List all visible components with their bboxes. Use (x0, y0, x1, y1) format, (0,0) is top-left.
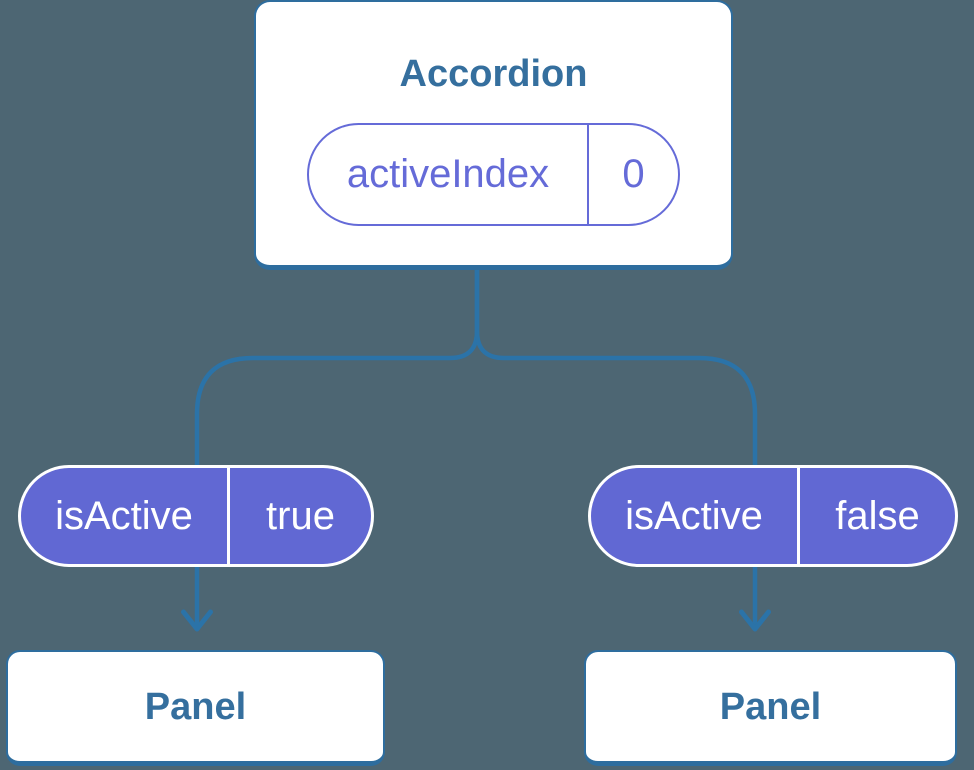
branch-line-right (474, 265, 758, 631)
state-value-label: 0 (622, 152, 645, 196)
branch-line-left (194, 265, 480, 631)
arrowhead-left-icon (181, 609, 213, 632)
prop-pill-isactive-true: isActive true (18, 465, 374, 567)
panel-node-left: Panel (6, 650, 385, 766)
prop-value-label: false (835, 493, 920, 538)
accordion-node-title: Accordion (399, 53, 588, 95)
panel-node-title: Panel (719, 685, 822, 728)
prop-value-label: true (266, 493, 335, 538)
panel-node-right: Panel (584, 650, 957, 766)
prop-name-label: isActive (21, 468, 230, 564)
accordion-node: Accordion activeIndex 0 (254, 0, 733, 270)
state-pill-activeindex: activeIndex 0 (307, 123, 680, 226)
prop-name-label: isActive (591, 468, 800, 564)
panel-node-title: Panel (144, 685, 247, 728)
state-name-label: activeIndex (309, 125, 589, 224)
arrowhead-right-icon (739, 609, 771, 632)
prop-pill-isactive-false: isActive false (588, 465, 958, 567)
